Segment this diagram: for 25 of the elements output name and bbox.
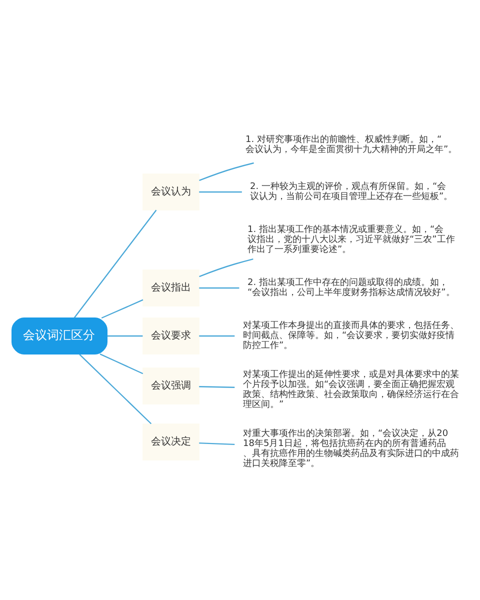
connector: [199, 335, 235, 337]
connector: [199, 386, 235, 388]
node-text: 2. 一种较为主观的评价，观点有所保留。如，“会议认为，当前公司在项目管理上还存在一些短板”。: [250, 182, 453, 202]
node-text: 1. 指出某项工作的基本情况或重要意义。如，“会议指出，党的十八大以来，习近平就做好“三农”工作作出了一系列重要论述”。: [248, 225, 455, 256]
connector: [199, 191, 242, 193]
node-box: 会议决定: [142, 424, 200, 460]
connector: [107, 335, 143, 337]
node-text: 对某项工作提出的延伸性要求，或是对具体要求中的某个片段予以加强。如“会议强调，要全面正确把握宏观政策、结构性政策、社会政策取向，确保经济运行在合理区间。”: [243, 370, 459, 410]
node-box: 会议指出: [142, 270, 200, 306]
connector: [199, 287, 240, 289]
connector: [199, 162, 254, 182]
node-box: 会议强调: [142, 368, 200, 404]
node-text: 1. 对研究事项作出的前瞻性、权威性判断。如，“会议认为，今年是全面贯彻十九大精神的开局之年”。: [246, 135, 458, 156]
node-text: 对重大事项作出的决策部署。如，“会议决定，从2018年5月1日起，将包括抗癌药在内的所有普通药品、具有抗癌作用的生物碱类药品及有实际进口的中成药进口关税降至零”。: [243, 429, 459, 470]
node-box: 会议认为: [142, 174, 200, 210]
node-box: 会议要求: [142, 318, 200, 354]
connector: [74, 210, 157, 318]
node-text: 对某项工作本身提出的直接而具体的要求，包括任务、时间截点、保障等。如，“会议要求，要切实做好疫情防控工作”。: [243, 321, 459, 352]
connector: [199, 442, 235, 446]
connector: [101, 299, 144, 319]
connector: [79, 354, 152, 424]
node-box: 会议词汇区分: [12, 318, 108, 354]
connector: [100, 354, 144, 374]
node-text: 2. 指出某项工作中存在的问题或取得的成绩。如，“会议指出，公司上半年度财务指标达成情况较好”。: [248, 278, 455, 298]
connector: [199, 258, 254, 278]
